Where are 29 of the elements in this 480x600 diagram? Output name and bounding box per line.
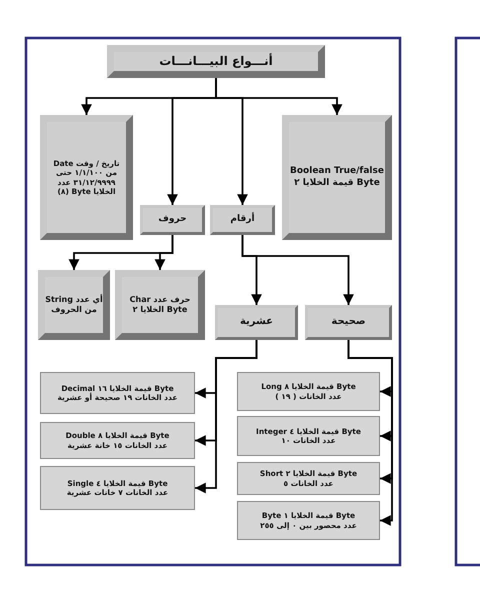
data-type-box [40, 466, 195, 510]
data-type-box [237, 501, 380, 540]
data-type-box [115, 270, 205, 340]
category-box [215, 305, 298, 340]
data-type-box [38, 270, 110, 340]
box-text: عشرية [240, 316, 274, 329]
data-type-box [237, 372, 380, 411]
box-text: Char حرف عدد الخلايا ٢ Byte [128, 295, 192, 315]
arrow [215, 78, 342, 115]
data-type-box [237, 462, 380, 495]
box-text: String أي عدد من الحروف [45, 295, 103, 315]
box-text: أنـــواع البيـــانـــات [159, 54, 273, 69]
arrow [348, 340, 393, 526]
data-type-box [40, 422, 195, 459]
arrow [195, 340, 258, 494]
title-box [107, 45, 325, 78]
category-box [305, 305, 392, 340]
box-text: Boolean True/false قيمة الخلايا ٢ Byte [289, 166, 385, 189]
category-box [140, 205, 205, 235]
arrow [242, 235, 354, 305]
box-text: صحيحة [331, 316, 366, 329]
data-type-box [40, 372, 195, 414]
box-text: أرقام [230, 214, 255, 226]
data-type-box [40, 115, 133, 240]
arrow [154, 235, 174, 270]
data-type-box [282, 115, 392, 240]
data-type-box [237, 416, 380, 456]
box-text: حروف [158, 214, 187, 226]
category-box [210, 205, 275, 235]
